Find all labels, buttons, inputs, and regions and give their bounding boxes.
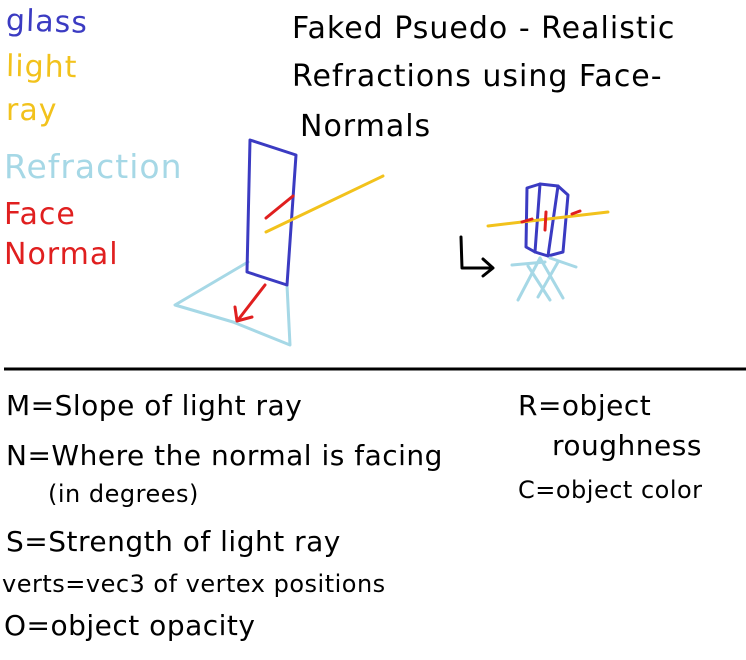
title-line-3: Normals	[300, 109, 432, 144]
title-line-1: Faked Psuedo - Realistic	[292, 11, 676, 46]
variable-n-note: (in degrees)	[48, 480, 199, 508]
variable-r-line-1: R=object	[518, 389, 652, 422]
variable-s: S=Strength of light ray	[6, 525, 341, 558]
large-normal-arrow	[233, 283, 267, 323]
small-face-normals	[520, 209, 582, 232]
variable-m: M=Slope of light ray	[6, 389, 303, 422]
legend-label-face: Face	[4, 197, 76, 232]
small-refraction-rays	[510, 256, 578, 302]
large-refraction-fan	[173, 260, 292, 347]
variable-n: N=Where the normal is facing	[6, 439, 443, 472]
variable-verts: verts=vec3 of vertex positions	[2, 570, 386, 598]
arrow-icon	[459, 235, 495, 278]
legend-label-normal: Normal	[4, 237, 119, 272]
legend-label-light: light	[5, 49, 78, 86]
variable-c: C=object color	[518, 476, 703, 504]
large-glass-pane	[245, 138, 298, 287]
legend-label-glass: glass	[5, 3, 89, 41]
small-glass-prism	[524, 182, 570, 258]
small-light-ray	[486, 210, 610, 228]
legend-label-ray: ray	[6, 93, 58, 128]
variable-o: O=object opacity	[4, 609, 256, 642]
title-line-2: Refractions using Face-	[292, 59, 663, 94]
large-face-normal	[264, 194, 295, 220]
variable-r-line-2: roughness	[552, 429, 702, 462]
legend-label-refraction: Refraction	[4, 147, 183, 186]
large-light-ray	[264, 174, 385, 234]
